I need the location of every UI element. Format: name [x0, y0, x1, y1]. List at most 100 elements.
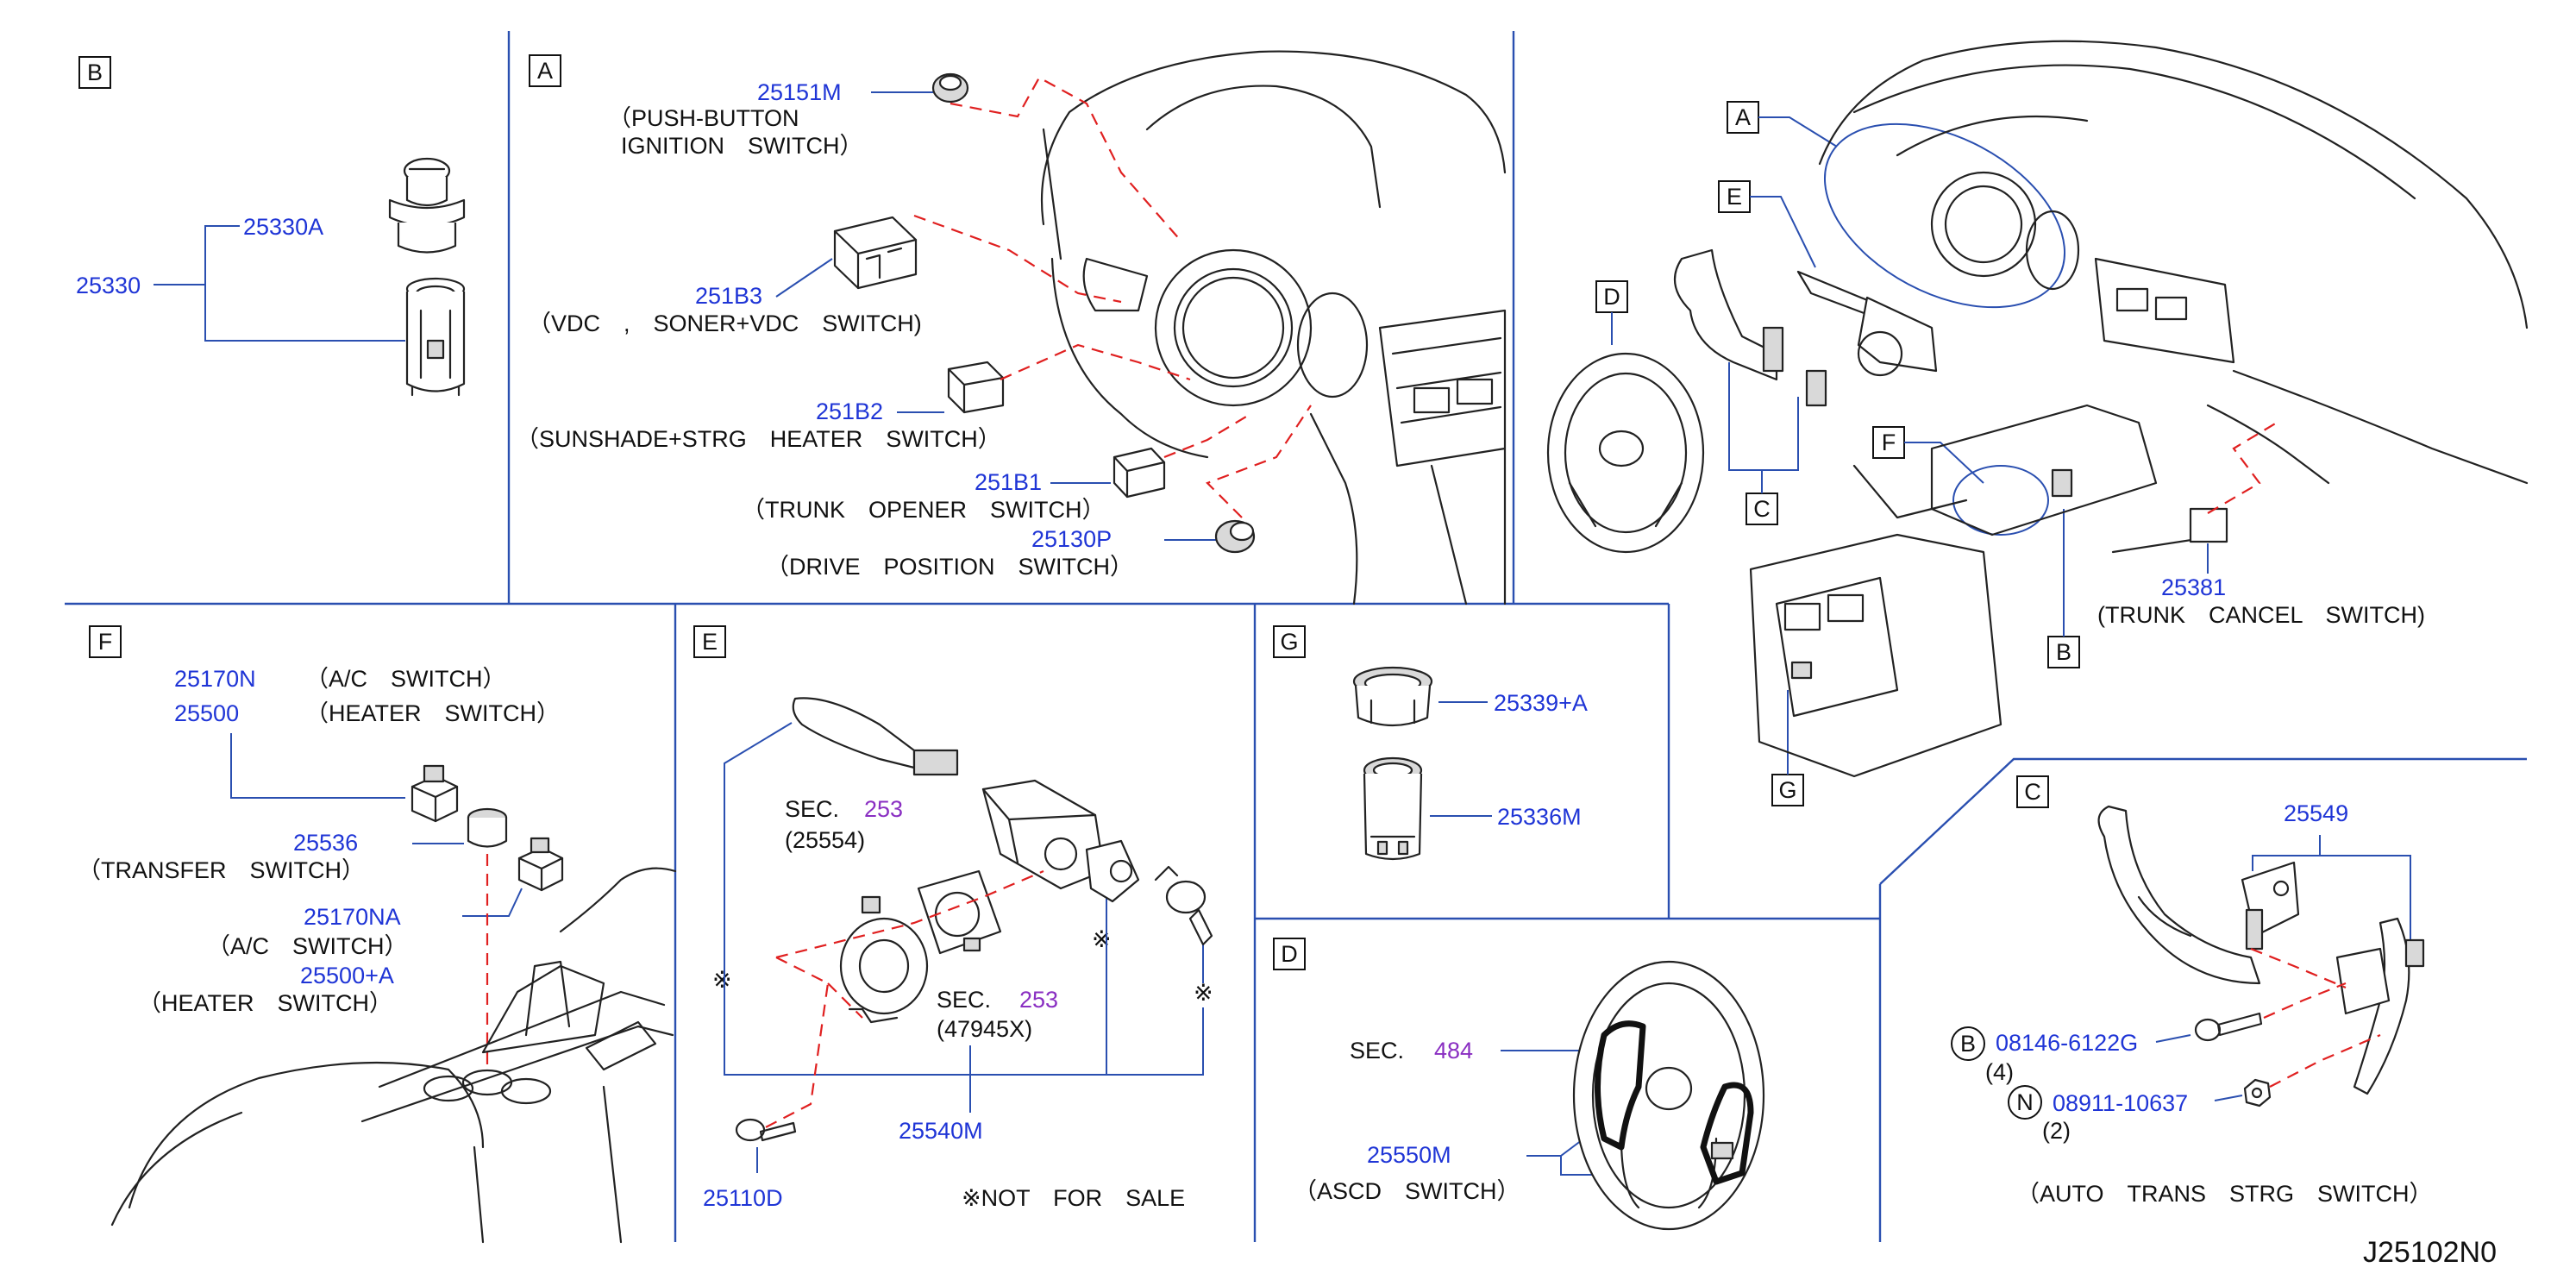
leader-line: [2214, 1095, 2243, 1101]
drive-position-switch-icon: [1214, 519, 1256, 554]
ac-switch-knob-icon: [411, 764, 459, 823]
nut-symbol-letter: N: [2016, 1089, 2034, 1115]
part-description: IGNITION SWITCH）: [621, 133, 862, 159]
section-label: A: [537, 58, 553, 84]
bolt-symbol: [1951, 1026, 1985, 1061]
part-number-251b3[interactable]: 251B3: [695, 283, 762, 309]
sec-reference-prefix: SEC.: [1350, 1038, 1404, 1064]
trunk-opener-switch-icon: [1113, 447, 1166, 499]
nut-symbol: [2008, 1085, 2042, 1120]
steering-wheel-icon: [1572, 960, 1765, 1231]
callout-box-c: [1746, 493, 1778, 525]
sunshade-switch-icon: [947, 361, 1005, 414]
combination-switch-icon: [1796, 270, 1938, 377]
section-label-box: [1273, 625, 1306, 658]
section-b: B 25330 25330A: [76, 56, 466, 397]
part-description: （AUTO TRANS STRG SWITCH）: [2016, 1181, 2433, 1207]
cigarette-lighter-icon: [388, 157, 466, 254]
section-label-box: [529, 54, 561, 87]
part-number-08146-6122g[interactable]: 08146-6122G: [1996, 1030, 2138, 1056]
part-number-25336m[interactable]: 25336M: [1497, 804, 1582, 830]
heater-switch-knob-icon: [517, 837, 564, 892]
part-description: （TRANSFER SWITCH）: [78, 857, 365, 883]
ignition-key-icon: [1154, 865, 1213, 946]
part-number-25339a[interactable]: 25339+A: [1494, 690, 1588, 716]
bolt-icon: [2194, 1012, 2263, 1042]
section-a: A 25151M （PUSH-BUTTON IGNITION SWITCH） 2…: [516, 50, 1507, 605]
paddle-shifter-left-icon: [2097, 805, 2300, 985]
part-description: （HEATER SWITCH）: [305, 700, 560, 726]
not-for-sale-note: ※NOT FOR SALE: [962, 1185, 1185, 1211]
quantity: (2): [2042, 1118, 2071, 1144]
part-description: （DRIVE POSITION SWITCH）: [766, 554, 1133, 580]
push-button-switch-icon: [931, 72, 969, 104]
section-label: B: [87, 60, 103, 85]
section-frame-lines: [65, 31, 2527, 1242]
leader-line: [2320, 855, 2411, 940]
sec-reference-prefix: SEC.: [937, 987, 991, 1013]
part-number-25500[interactable]: 25500: [174, 700, 239, 726]
part-number-251b1[interactable]: 251B1: [975, 469, 1042, 495]
socket-cover-icon: [1352, 666, 1433, 727]
part-number-08911-10637[interactable]: 08911-10637: [2053, 1090, 2188, 1116]
sec-reference-part: (25554): [785, 827, 865, 853]
section-d: D SEC. 484 25550M （ASCD SWITCH）: [1273, 938, 1765, 1231]
vehicle-interior-illustration: [1749, 40, 2529, 778]
section-e: E SEC. 253 (25554) SEC. 253 (47945X) 255…: [693, 625, 1213, 1211]
part-description: （VDC , SONER+VDC SWITCH): [528, 311, 922, 336]
part-number-25151m[interactable]: 25151M: [757, 79, 842, 105]
center-console-illustration: [110, 867, 677, 1244]
callout-label: F: [1882, 430, 1896, 455]
leader-line: [2252, 835, 2321, 871]
part-description: (TRUNK CANCEL SWITCH): [2097, 602, 2425, 628]
sec-reference-number[interactable]: 253: [864, 796, 903, 822]
part-number-25540m[interactable]: 25540M: [899, 1118, 983, 1144]
transfer-switch-knob-icon: [467, 807, 508, 848]
bolt-symbol-letter: B: [1960, 1031, 1976, 1057]
leader-line: [462, 888, 523, 917]
section-label: D: [1281, 941, 1298, 967]
steering-angle-sensor-icon: [917, 869, 1002, 955]
part-number-25170n[interactable]: 25170N: [174, 666, 256, 692]
section-label: F: [98, 629, 113, 655]
sec-reference-number[interactable]: 253: [1019, 987, 1058, 1013]
part-number-251b2[interactable]: 251B2: [816, 398, 883, 424]
part-number-25330a[interactable]: 25330A: [243, 214, 323, 240]
not-for-sale-mark: ※: [712, 967, 732, 993]
part-number-25170na[interactable]: 25170NA: [304, 904, 401, 930]
section-label-box: [693, 625, 726, 658]
power-socket-icon: [1363, 756, 1423, 861]
part-number-25500a[interactable]: 25500+A: [300, 963, 394, 988]
part-number-25549[interactable]: 25549: [2284, 800, 2348, 826]
lighter-socket-icon: [405, 277, 466, 397]
part-number-25536[interactable]: 25536: [293, 830, 358, 856]
section-g: G 25339+A 25336M: [1273, 625, 1588, 861]
section-f: F 25170N （A/C SWITCH） 25500 （HEATER SWIT…: [78, 625, 677, 1244]
not-for-sale-mark: ※: [1092, 926, 1112, 952]
callout-label: D: [1603, 284, 1620, 310]
part-number-25110d[interactable]: 25110D: [703, 1185, 783, 1211]
callout-label: E: [1727, 184, 1742, 210]
section-overview: A E D F C B G 25381 (TRUNK CANCEL SWITCH…: [1546, 40, 2529, 806]
sec-reference-number[interactable]: 484: [1434, 1038, 1473, 1064]
part-number-25130p[interactable]: 25130P: [1031, 526, 1112, 552]
part-description: （A/C SWITCH）: [207, 933, 408, 959]
leader-line: [204, 285, 405, 342]
callout-label: A: [1735, 104, 1751, 130]
vdc-switch-icon: [833, 216, 918, 290]
screw-icon: [735, 1118, 797, 1142]
sec-reference-prefix: SEC.: [785, 796, 839, 822]
section-label-box: [78, 56, 111, 89]
leader-dashes: [913, 76, 1312, 518]
callout-box-g: [1771, 774, 1804, 806]
section-label-box: [89, 625, 122, 658]
part-number-25550m[interactable]: 25550M: [1367, 1142, 1451, 1168]
leader-line: [2155, 1034, 2191, 1043]
paddle-shifter-right-icon: [2335, 917, 2425, 1095]
part-number-25330[interactable]: 25330: [76, 273, 141, 298]
part-description: （TRUNK OPENER SWITCH）: [742, 497, 1106, 523]
part-number-25381[interactable]: 25381: [2161, 574, 2226, 600]
leader-line: [230, 733, 405, 799]
combination-switch-assembly-icon: [792, 697, 1140, 903]
